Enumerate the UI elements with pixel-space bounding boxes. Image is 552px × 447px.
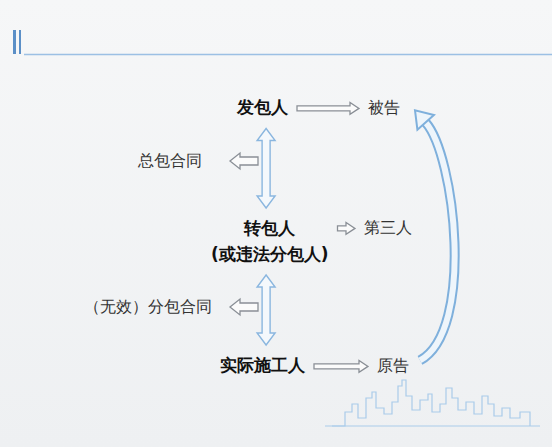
node-text: 原告 [377,356,409,377]
text-node: 发包人 [234,93,291,123]
pointer-arrow [230,153,258,169]
connector-arrow [314,360,368,372]
corner-bar [13,30,16,54]
node-text: 第三人 [364,218,412,239]
header-rule [24,54,552,56]
node-text: 被告 [368,98,400,119]
corner-bar [19,30,21,54]
contract-label: 总包合同 [138,151,202,172]
node-text: 转包人 (或违法分包人) [211,216,329,267]
skyline [332,380,530,426]
node-text: 发包人 [237,95,288,121]
connector-arrow [257,275,275,345]
connector-arrow [297,102,359,114]
contract-label: （无效）分包合同 [84,297,212,318]
skyline-base [325,425,540,426]
pointer-arrow [230,299,258,315]
text-node: 第三人 [361,216,415,241]
node-text: 实际施工人 [220,353,305,379]
text-node: 转包人 (或违法分包人) [208,214,332,269]
connector-arrow [338,222,356,234]
connector-arrow [257,129,275,209]
text-node: 被告 [365,96,403,121]
text-node: 实际施工人 [217,351,308,381]
text-node: 原告 [374,354,412,379]
connector-arrow [415,110,455,360]
